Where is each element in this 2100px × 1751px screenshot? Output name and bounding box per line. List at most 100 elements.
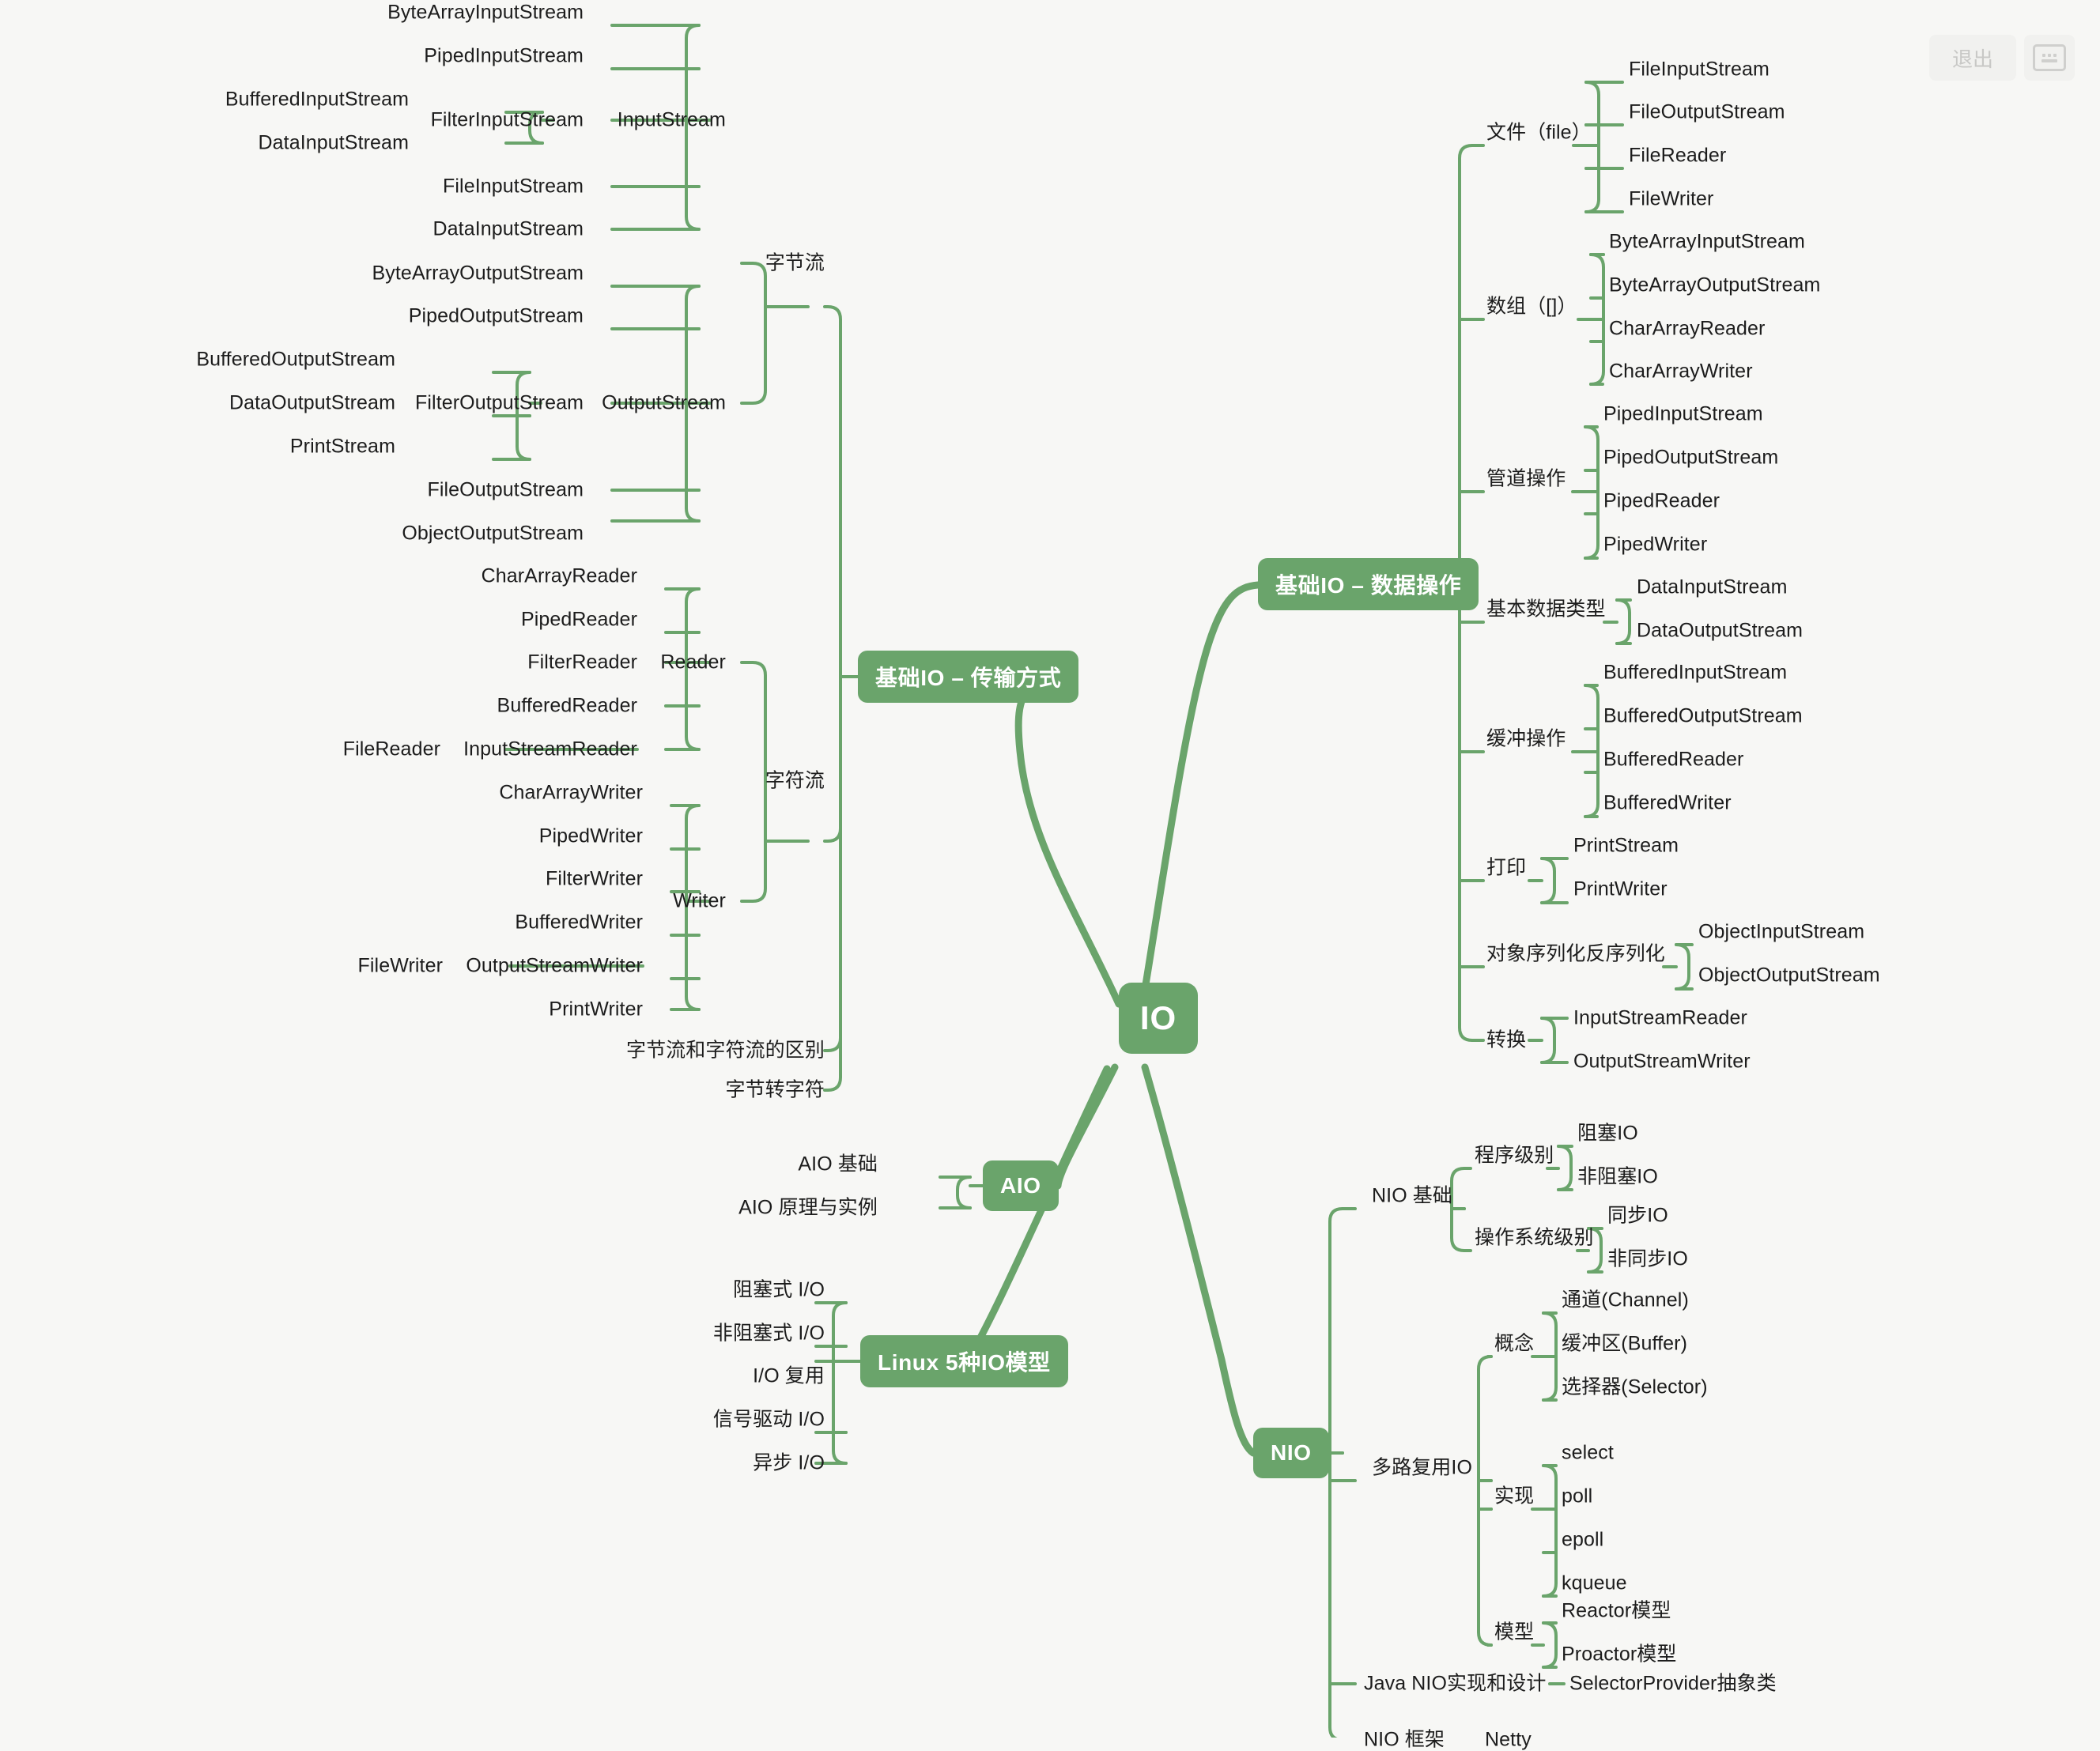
node-模型[interactable]: 模型: [1494, 1621, 1535, 1643]
node-pipedwriter[interactable]: PipedWriter: [538, 825, 643, 847]
node-pipedreader[interactable]: PipedReader: [1603, 489, 1720, 512]
node-filterwriter[interactable]: FilterWriter: [546, 867, 643, 890]
node-异步-i-o[interactable]: 异步 I/O: [753, 1451, 825, 1474]
node-操作系统级别[interactable]: 操作系统级别: [1475, 1226, 1594, 1249]
node-writer[interactable]: Writer: [673, 889, 726, 912]
node-aio-原理与实例[interactable]: AIO 原理与实例: [738, 1196, 878, 1219]
node-实现[interactable]: 实现: [1494, 1485, 1535, 1508]
node-数组[interactable]: 数组（[]）: [1486, 295, 1577, 318]
node-选择器-selector[interactable]: 选择器(Selector): [1562, 1376, 1708, 1398]
node-poll[interactable]: poll: [1562, 1485, 1593, 1508]
node-dataoutputstream[interactable]: DataOutputStream: [229, 391, 395, 414]
node-filereader[interactable]: FileReader: [1629, 144, 1727, 167]
node-nio-框架[interactable]: NIO 框架: [1364, 1728, 1445, 1751]
node-outputstreamwriter[interactable]: OutputStreamWriter: [466, 954, 643, 977]
node-filewriter[interactable]: FileWriter: [1629, 187, 1714, 210]
node-同步io[interactable]: 同步IO: [1607, 1204, 1668, 1227]
node-objectoutputstream[interactable]: ObjectOutputStream: [1698, 964, 1880, 987]
node-inputstreamreader[interactable]: InputStreamReader: [463, 738, 637, 760]
node-linux-5种io模型[interactable]: Linux 5种IO模型: [860, 1335, 1068, 1387]
node-bufferedinputstream[interactable]: BufferedInputStream: [1603, 661, 1788, 684]
node-nio-基础[interactable]: NIO 基础: [1372, 1184, 1452, 1207]
node-chararraywriter[interactable]: CharArrayWriter: [499, 781, 643, 804]
node-reactor模型[interactable]: Reactor模型: [1562, 1599, 1671, 1622]
node-基础io-传输方式[interactable]: 基础IO – 传输方式: [858, 651, 1079, 703]
node-pipedoutputstream[interactable]: PipedOutputStream: [1603, 446, 1779, 469]
node-outputstream[interactable]: OutputStream: [602, 391, 726, 414]
node-pipedoutputstream[interactable]: PipedOutputStream: [408, 304, 584, 327]
node-pipedwriter[interactable]: PipedWriter: [1603, 533, 1708, 556]
node-objectinputstream[interactable]: ObjectInputStream: [1698, 920, 1865, 943]
node-aio[interactable]: AIO: [983, 1160, 1059, 1211]
node-filteroutputstream[interactable]: FilterOutputStream: [415, 391, 584, 414]
node-基本数据类型[interactable]: 基本数据类型: [1486, 598, 1606, 621]
exit-button[interactable]: 退出: [1929, 35, 2016, 81]
root-node-io[interactable]: IO: [1119, 983, 1198, 1054]
node-阻塞式-i-o[interactable]: 阻塞式 I/O: [733, 1278, 825, 1301]
node-缓冲区-buffer[interactable]: 缓冲区(Buffer): [1562, 1332, 1687, 1355]
node-管道操作[interactable]: 管道操作: [1486, 467, 1566, 490]
node-kqueue[interactable]: kqueue: [1562, 1572, 1627, 1594]
node-inputstream[interactable]: InputStream: [617, 108, 726, 131]
node-printwriter[interactable]: PrintWriter: [549, 998, 643, 1021]
node-bufferedreader[interactable]: BufferedReader: [497, 694, 637, 717]
node-bufferedreader[interactable]: BufferedReader: [1603, 748, 1744, 771]
node-netty[interactable]: Netty: [1485, 1728, 1532, 1751]
node-objectoutputstream[interactable]: ObjectOutputStream: [402, 522, 584, 545]
node-打印[interactable]: 打印: [1486, 856, 1527, 879]
node-printstream[interactable]: PrintStream: [289, 435, 395, 458]
node-filterinputstream[interactable]: FilterInputStream: [430, 108, 584, 131]
node-i-o-复用[interactable]: I/O 复用: [753, 1364, 825, 1387]
node-字节流和字符流的区别[interactable]: 字节流和字符流的区别: [625, 1039, 825, 1062]
node-多路复用io[interactable]: 多路复用IO: [1372, 1456, 1472, 1479]
node-datainputstream[interactable]: DataInputStream: [1637, 575, 1788, 598]
node-文件-file[interactable]: 文件（file）: [1486, 121, 1592, 144]
node-proactor模型[interactable]: Proactor模型: [1562, 1643, 1677, 1666]
node-bytearrayinputstream[interactable]: ByteArrayInputStream: [1609, 230, 1805, 253]
node-非同步io[interactable]: 非同步IO: [1607, 1247, 1688, 1270]
node-java-nio实现和设计[interactable]: Java NIO实现和设计: [1364, 1672, 1547, 1695]
node-chararrayreader[interactable]: CharArrayReader: [481, 564, 637, 587]
keyboard-icon[interactable]: [2024, 35, 2075, 81]
node-pipedinputstream[interactable]: PipedInputStream: [1603, 402, 1763, 425]
node-bytearrayinputstream[interactable]: ByteArrayInputStream: [387, 1, 584, 24]
node-非阻塞式-i-o[interactable]: 非阻塞式 I/O: [712, 1322, 825, 1345]
node-filereader[interactable]: FileReader: [342, 738, 440, 760]
node-selectorprovider抽象类[interactable]: SelectorProvider抽象类: [1569, 1672, 1777, 1695]
node-基础io-数据操作[interactable]: 基础IO – 数据操作: [1258, 558, 1479, 610]
node-outputstreamwriter[interactable]: OutputStreamWriter: [1573, 1050, 1751, 1073]
node-fileoutputstream[interactable]: FileOutputStream: [1629, 100, 1785, 123]
node-filterreader[interactable]: FilterReader: [527, 651, 637, 674]
node-bufferedinputstream[interactable]: BufferedInputStream: [225, 88, 409, 111]
node-缓冲操作[interactable]: 缓冲操作: [1486, 727, 1566, 750]
node-bufferedoutputstream[interactable]: BufferedOutputStream: [1603, 704, 1803, 727]
node-printstream[interactable]: PrintStream: [1573, 834, 1679, 857]
node-bufferedwriter[interactable]: BufferedWriter: [515, 911, 643, 934]
node-非阻塞io[interactable]: 非阻塞IO: [1577, 1165, 1658, 1188]
node-信号驱动-i-o[interactable]: 信号驱动 I/O: [712, 1408, 825, 1431]
node-bufferedwriter[interactable]: BufferedWriter: [1603, 791, 1732, 814]
node-pipedreader[interactable]: PipedReader: [520, 608, 637, 631]
node-fileinputstream[interactable]: FileInputStream: [443, 175, 584, 198]
node-filewriter[interactable]: FileWriter: [357, 954, 443, 977]
node-程序级别[interactable]: 程序级别: [1475, 1144, 1554, 1167]
node-fileoutputstream[interactable]: FileOutputStream: [427, 478, 584, 501]
node-aio-基础[interactable]: AIO 基础: [798, 1153, 878, 1176]
node-概念[interactable]: 概念: [1494, 1332, 1535, 1355]
node-bytearrayoutputstream[interactable]: ByteArrayOutputStream: [1609, 274, 1821, 296]
node-bytearrayoutputstream[interactable]: ByteArrayOutputStream: [372, 262, 584, 285]
node-pipedinputstream[interactable]: PipedInputStream: [424, 44, 584, 67]
node-reader[interactable]: Reader: [660, 651, 726, 674]
node-epoll[interactable]: epoll: [1562, 1528, 1604, 1551]
node-nio[interactable]: NIO: [1253, 1428, 1329, 1478]
node-字符流[interactable]: 字符流: [765, 769, 825, 792]
node-bufferedoutputstream[interactable]: BufferedOutputStream: [196, 348, 395, 371]
node-阻塞io[interactable]: 阻塞IO: [1577, 1122, 1638, 1145]
node-printwriter[interactable]: PrintWriter: [1573, 877, 1668, 900]
node-chararraywriter[interactable]: CharArrayWriter: [1609, 360, 1753, 383]
node-对象序列化反序列化[interactable]: 对象序列化反序列化: [1486, 942, 1665, 965]
node-select[interactable]: select: [1562, 1441, 1614, 1464]
node-通道-channel[interactable]: 通道(Channel): [1562, 1289, 1689, 1311]
node-字节流[interactable]: 字节流: [765, 251, 825, 274]
